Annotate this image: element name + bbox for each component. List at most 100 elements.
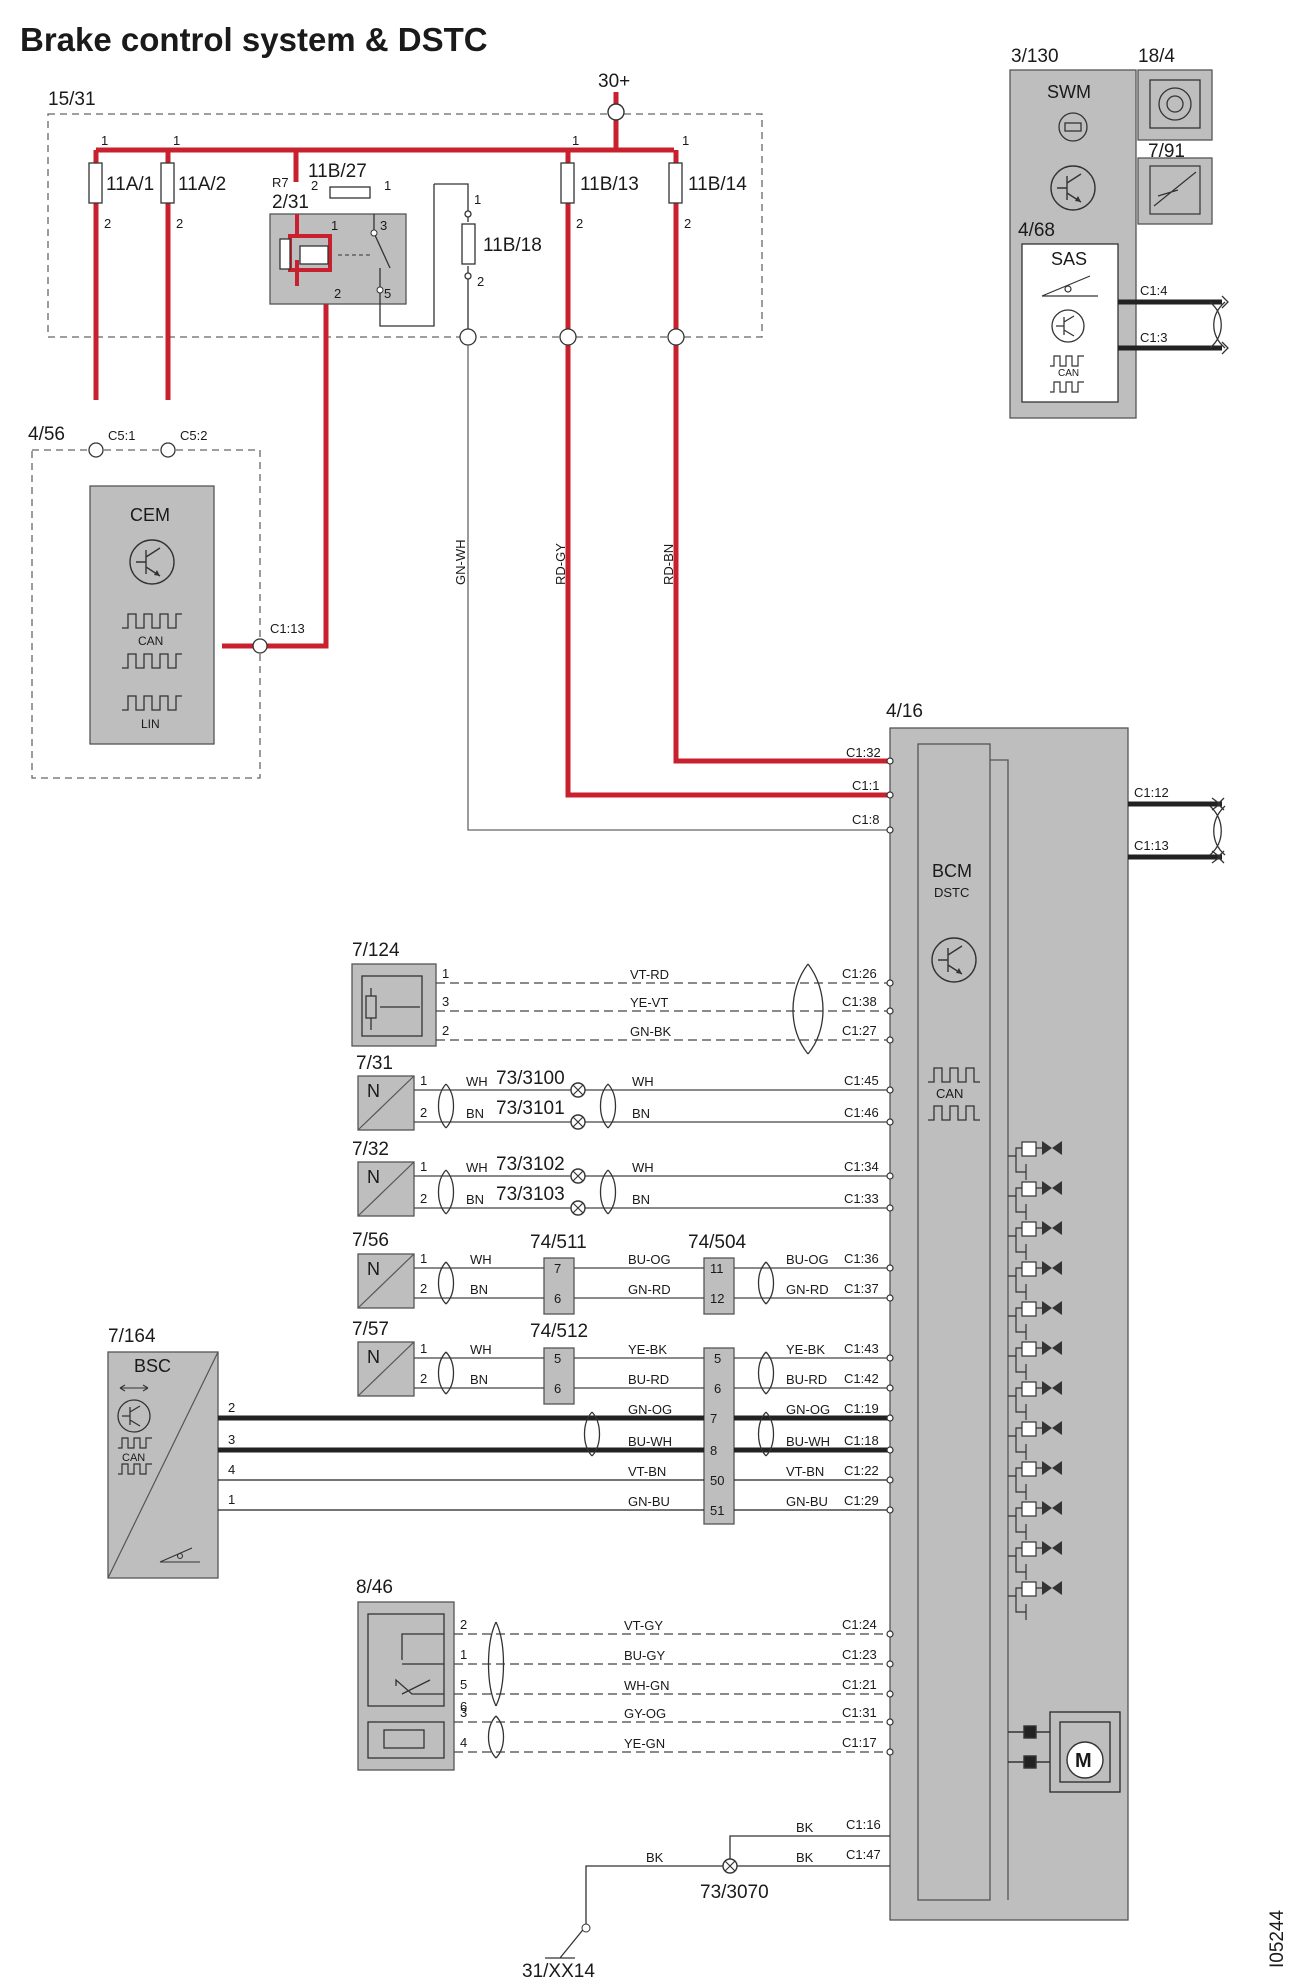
ws-diagonal bbox=[357, 1253, 415, 1309]
conn-504-pin: 50 bbox=[710, 1473, 724, 1488]
conn-512 bbox=[543, 1347, 575, 1405]
relay-name: R7 bbox=[272, 175, 289, 190]
conn-504-a bbox=[703, 1257, 735, 1315]
ws-rl-pin: 1 bbox=[420, 1251, 427, 1266]
ground-point-label: 31/XX14 bbox=[522, 1961, 595, 1980]
ws-rr-wire-1: BN bbox=[470, 1372, 488, 1387]
sas-transistor-icon bbox=[1051, 309, 1085, 343]
cem-c113-label: C1:13 bbox=[270, 621, 305, 636]
valve-coil bbox=[1021, 1261, 1037, 1277]
relay-pin5: 5 bbox=[384, 286, 391, 301]
brake-switch-bcm-pin: C1:23 bbox=[842, 1647, 877, 1662]
valve-coil bbox=[1021, 1421, 1037, 1437]
conn-504-pin: 12 bbox=[710, 1291, 724, 1306]
relay-2-31 bbox=[269, 184, 435, 327]
fuse-11b27: 11B/27 2 1 bbox=[308, 161, 391, 199]
ws-fr-wire-far: BN bbox=[632, 1192, 650, 1207]
fuse-11b18 bbox=[434, 183, 476, 337]
cem-name: CEM bbox=[130, 505, 170, 525]
ws-fr-pin: 1 bbox=[420, 1159, 427, 1174]
cem-lin-label: LIN bbox=[141, 717, 160, 731]
ws-fl-bcm-pin: C1:45 bbox=[844, 1073, 879, 1088]
valve-coil bbox=[1021, 1181, 1037, 1197]
cem-transistor-icon bbox=[129, 539, 175, 585]
ground-node bbox=[581, 1923, 591, 1933]
conn-512-pin: 5 bbox=[554, 1351, 561, 1366]
svg-text:1: 1 bbox=[384, 178, 391, 193]
fuse-11b18-label: 11B/18 bbox=[483, 235, 542, 256]
ws-rr-pin: 2 bbox=[420, 1371, 427, 1386]
svg-text:2: 2 bbox=[176, 216, 183, 231]
brake-switch-wire-label: WH-GN bbox=[624, 1678, 670, 1693]
bcm-pin-node bbox=[886, 1718, 894, 1726]
pedal-pin: 2 bbox=[442, 1023, 449, 1038]
bcm-pin-node bbox=[886, 826, 894, 834]
sas-module bbox=[1021, 243, 1119, 403]
ws-diagonal bbox=[357, 1341, 415, 1397]
splice-icon bbox=[570, 1168, 586, 1184]
ws-rl-twist-2 bbox=[757, 1261, 775, 1305]
pedal-bcm-pin: C1:26 bbox=[842, 966, 877, 981]
valve-icon bbox=[1042, 1421, 1062, 1435]
bcm-box-label: 4/16 bbox=[886, 701, 923, 722]
ground-wiring bbox=[545, 1835, 890, 1959]
ws-fl-twist-1 bbox=[437, 1083, 455, 1129]
splice-3100-label: 73/3100 bbox=[496, 1068, 565, 1089]
ws-fr-wire-far: WH bbox=[632, 1160, 654, 1175]
ws-diagonal bbox=[357, 1075, 415, 1131]
bcm-pin-node bbox=[886, 757, 894, 765]
valve-coil bbox=[1021, 1461, 1037, 1477]
valve-icon bbox=[1042, 1341, 1062, 1355]
brake-switch-twist-2 bbox=[487, 1715, 505, 1759]
bcm-pin-node bbox=[886, 1172, 894, 1180]
svg-text:2: 2 bbox=[311, 178, 318, 193]
ws-fl-wire-far: WH bbox=[632, 1074, 654, 1089]
sas-can-wires bbox=[1118, 295, 1229, 355]
horn-label: 18/4 bbox=[1138, 46, 1175, 67]
brake-switch-pin: 5 bbox=[460, 1677, 467, 1692]
bcm-c18-label: C1:8 bbox=[852, 812, 879, 827]
valve-icon bbox=[1042, 1381, 1062, 1395]
valve-icon bbox=[1042, 1181, 1062, 1195]
bsc-wire-label-1: VT-BN bbox=[628, 1464, 666, 1479]
valve-coil bbox=[1021, 1301, 1037, 1317]
ws-rr-label: 7/57 bbox=[352, 1319, 389, 1340]
sas-c14-label: C1:4 bbox=[1140, 283, 1167, 298]
svg-text:2: 2 bbox=[684, 216, 691, 231]
ws-fl-pin: 1 bbox=[420, 1073, 427, 1088]
bsc-wire-label-1: GN-BU bbox=[628, 1494, 670, 1509]
bsc-wire-label-2: GN-BU bbox=[786, 1494, 828, 1509]
ws-fl-pin: 2 bbox=[420, 1105, 427, 1120]
valve-icon bbox=[1042, 1221, 1062, 1235]
cem-c52-node bbox=[160, 442, 176, 458]
bcm-pin-node bbox=[886, 979, 894, 987]
splice-icon bbox=[570, 1114, 586, 1130]
ws-fl-wire-near: BN bbox=[466, 1106, 484, 1121]
conn-504-pin: 6 bbox=[714, 1381, 721, 1396]
bsc-can-twist-1 bbox=[583, 1411, 601, 1457]
brake-switch-bcm-pin: C1:21 bbox=[842, 1677, 877, 1692]
bcm-pin-node bbox=[886, 1264, 894, 1272]
svg-text:2: 2 bbox=[104, 216, 111, 231]
wire-gn-wh-label: GN-WH bbox=[453, 540, 468, 586]
ws-rr-wire-1: WH bbox=[470, 1342, 492, 1357]
brake-switch-icon bbox=[367, 1613, 445, 1759]
brake-switch-wire-label: BU-GY bbox=[624, 1648, 666, 1663]
ws-fl-label: 7/31 bbox=[356, 1053, 393, 1074]
bsc-bcm-pin: C1:29 bbox=[844, 1493, 879, 1508]
conn-504-pin: 8 bbox=[710, 1443, 717, 1458]
fuse-11b18-pin2: 2 bbox=[477, 274, 484, 289]
bcm-module bbox=[917, 743, 991, 1901]
brake-switch-twist-1 bbox=[487, 1621, 505, 1707]
pedal-pin: 1 bbox=[442, 966, 449, 981]
wire-bk-2-label: BK bbox=[796, 1850, 814, 1865]
svg-text:11B/13: 11B/13 bbox=[580, 174, 639, 195]
bsc-wire-label-2: VT-BN bbox=[786, 1464, 824, 1479]
pedal-pin: 3 bbox=[442, 994, 449, 1009]
fuse-11b18-pin1: 1 bbox=[474, 192, 481, 207]
swm-box-label: 3/130 bbox=[1011, 46, 1059, 67]
swm-steering-icon bbox=[1058, 112, 1088, 142]
ws-rr-bcm-pin: C1:42 bbox=[844, 1371, 879, 1386]
pedal-sensor-label: 7/124 bbox=[352, 940, 400, 961]
bsc-can-label: CAN bbox=[122, 1452, 145, 1464]
